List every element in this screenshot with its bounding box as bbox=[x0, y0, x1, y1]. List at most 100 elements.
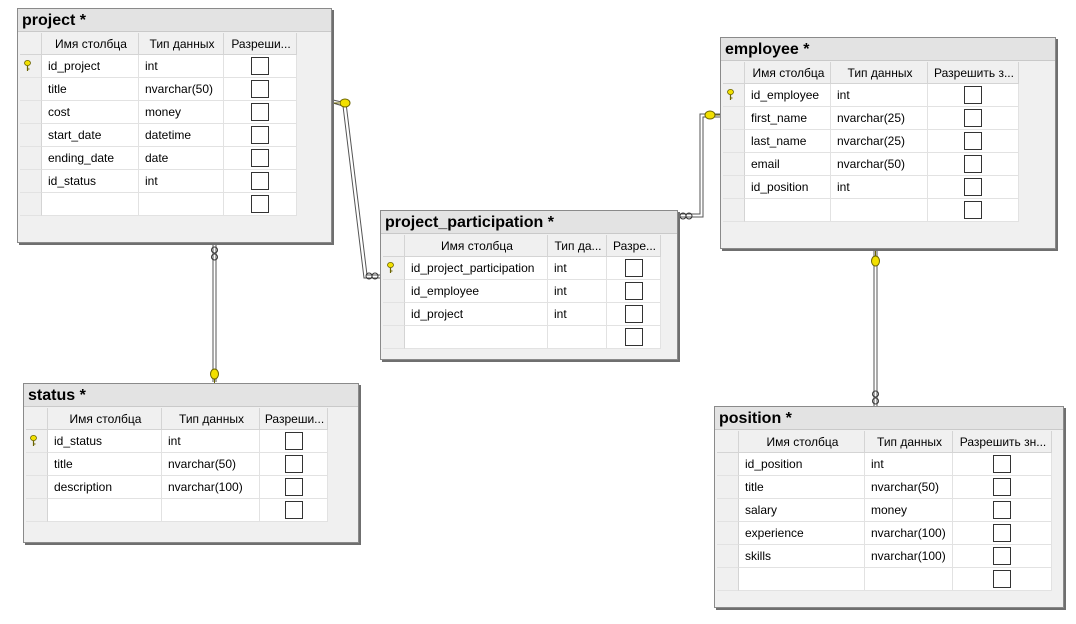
allow-nulls-checkbox[interactable] bbox=[993, 524, 1011, 542]
column-header-type[interactable]: Тип данных bbox=[865, 431, 953, 453]
allow-nulls-checkbox[interactable] bbox=[624, 282, 643, 300]
data-type-cell[interactable] bbox=[162, 499, 260, 522]
table-title[interactable]: project_participation * bbox=[381, 211, 677, 234]
table-row[interactable] bbox=[723, 199, 1019, 222]
row-selector[interactable] bbox=[717, 476, 739, 499]
allow-nulls-checkbox[interactable] bbox=[251, 126, 269, 144]
column-name-cell[interactable]: id_project bbox=[405, 303, 548, 326]
table-row[interactable] bbox=[383, 326, 661, 349]
row-selector[interactable] bbox=[723, 199, 745, 222]
column-header-nulls[interactable]: Разрешить з... bbox=[928, 62, 1019, 84]
allow-nulls-checkbox[interactable] bbox=[964, 201, 982, 219]
data-type-cell[interactable]: nvarchar(50) bbox=[865, 476, 953, 499]
row-selector[interactable] bbox=[26, 499, 48, 522]
data-type-cell[interactable]: nvarchar(50) bbox=[831, 153, 928, 176]
table-title[interactable]: employee * bbox=[721, 38, 1055, 61]
data-type-cell[interactable] bbox=[865, 568, 953, 591]
data-type-cell[interactable] bbox=[831, 199, 928, 222]
column-name-cell[interactable] bbox=[739, 568, 865, 591]
column-name-cell[interactable]: title bbox=[739, 476, 865, 499]
data-type-cell[interactable]: nvarchar(50) bbox=[162, 453, 260, 476]
column-header-nulls[interactable]: Разреши... bbox=[260, 408, 328, 430]
column-header-name[interactable]: Имя столбца bbox=[745, 62, 831, 84]
table-row[interactable] bbox=[26, 499, 328, 522]
table-title[interactable]: status * bbox=[24, 384, 358, 407]
data-type-cell[interactable]: int bbox=[831, 176, 928, 199]
data-type-cell[interactable]: int bbox=[548, 303, 607, 326]
row-selector[interactable] bbox=[383, 257, 405, 280]
table-row[interactable] bbox=[717, 568, 1052, 591]
data-type-cell[interactable]: nvarchar(100) bbox=[162, 476, 260, 499]
column-name-cell[interactable]: email bbox=[745, 153, 831, 176]
allow-nulls-checkbox[interactable] bbox=[284, 432, 303, 450]
row-selector[interactable] bbox=[717, 568, 739, 591]
row-selector[interactable] bbox=[20, 124, 42, 147]
data-type-cell[interactable]: datetime bbox=[139, 124, 224, 147]
column-name-cell[interactable]: id_status bbox=[42, 170, 139, 193]
allow-nulls-checkbox[interactable] bbox=[993, 455, 1011, 473]
allow-nulls-checkbox[interactable] bbox=[251, 195, 269, 213]
data-type-cell[interactable]: money bbox=[865, 499, 953, 522]
allow-nulls-checkbox[interactable] bbox=[251, 57, 269, 75]
column-name-cell[interactable]: description bbox=[48, 476, 162, 499]
allow-nulls-checkbox[interactable] bbox=[993, 570, 1011, 588]
column-header-name[interactable]: Имя столбца bbox=[405, 235, 548, 257]
allow-nulls-checkbox[interactable] bbox=[251, 103, 269, 121]
column-name-cell[interactable]: id_project_participation bbox=[405, 257, 548, 280]
row-selector[interactable] bbox=[20, 78, 42, 101]
column-name-cell[interactable]: skills bbox=[739, 545, 865, 568]
column-header-nulls[interactable]: Разрешить зн... bbox=[953, 431, 1052, 453]
column-name-cell[interactable]: experience bbox=[739, 522, 865, 545]
column-header-name[interactable]: Имя столбца bbox=[739, 431, 865, 453]
relationship-project-participation[interactable] bbox=[332, 98, 380, 280]
row-selector[interactable] bbox=[26, 476, 48, 499]
column-name-cell[interactable]: salary bbox=[739, 499, 865, 522]
data-type-cell[interactable]: money bbox=[139, 101, 224, 124]
row-selector[interactable] bbox=[723, 107, 745, 130]
column-name-cell[interactable]: ending_date bbox=[42, 147, 139, 170]
relationship-position-employee[interactable] bbox=[871, 250, 880, 406]
data-type-cell[interactable]: nvarchar(25) bbox=[831, 107, 928, 130]
row-selector[interactable] bbox=[26, 453, 48, 476]
data-type-cell[interactable]: int bbox=[162, 430, 260, 453]
column-name-cell[interactable]: last_name bbox=[745, 130, 831, 153]
data-type-cell[interactable]: int bbox=[865, 453, 953, 476]
row-selector[interactable] bbox=[20, 170, 42, 193]
row-selector[interactable] bbox=[383, 326, 405, 349]
relationship-employee-participation[interactable] bbox=[678, 110, 720, 220]
column-header-nulls[interactable]: Разреши... bbox=[224, 33, 297, 55]
allow-nulls-checkbox[interactable] bbox=[284, 455, 303, 473]
row-selector[interactable] bbox=[723, 130, 745, 153]
row-selector[interactable] bbox=[717, 453, 739, 476]
row-selector[interactable] bbox=[723, 176, 745, 199]
column-header-name[interactable]: Имя столбца bbox=[42, 33, 139, 55]
column-name-cell[interactable] bbox=[405, 326, 548, 349]
allow-nulls-checkbox[interactable] bbox=[993, 478, 1011, 496]
column-name-cell[interactable]: id_position bbox=[745, 176, 831, 199]
data-type-cell[interactable]: int bbox=[139, 55, 224, 78]
allow-nulls-checkbox[interactable] bbox=[284, 478, 303, 496]
data-type-cell[interactable]: nvarchar(100) bbox=[865, 522, 953, 545]
column-name-cell[interactable]: title bbox=[42, 78, 139, 101]
